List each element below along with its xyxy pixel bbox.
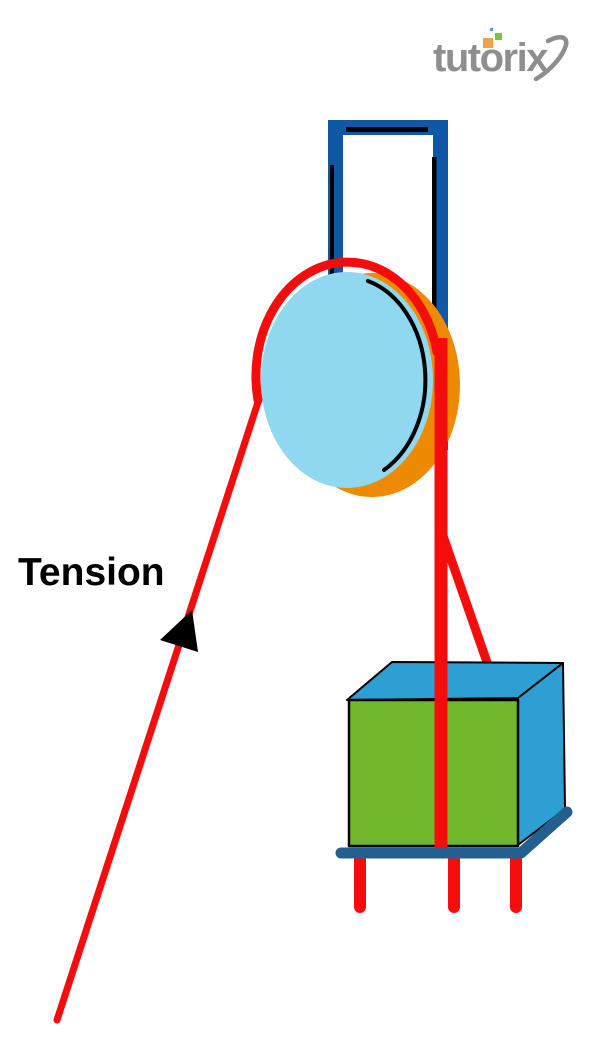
logo: tutorix	[433, 26, 598, 88]
platform-bar	[335, 806, 573, 859]
bracket-right-shadow-line	[432, 157, 437, 347]
pulley-wheel	[261, 272, 433, 488]
rope-over-pulley	[251, 257, 442, 405]
bracket-top-shadow-line	[346, 127, 428, 132]
diagonal-rope	[438, 534, 494, 670]
logo-green-square-icon	[495, 33, 502, 40]
logo-swoosh-icon	[533, 35, 569, 82]
load-box-front-face	[347, 698, 520, 848]
tension-label: Tension	[18, 551, 165, 594]
logo-orange-square-icon	[483, 38, 493, 48]
pulley-edge-arc	[366, 279, 428, 472]
tension-arrowhead-icon	[160, 610, 198, 652]
logo-blue-dot-icon	[490, 28, 493, 31]
tension-rope	[53, 395, 263, 1024]
